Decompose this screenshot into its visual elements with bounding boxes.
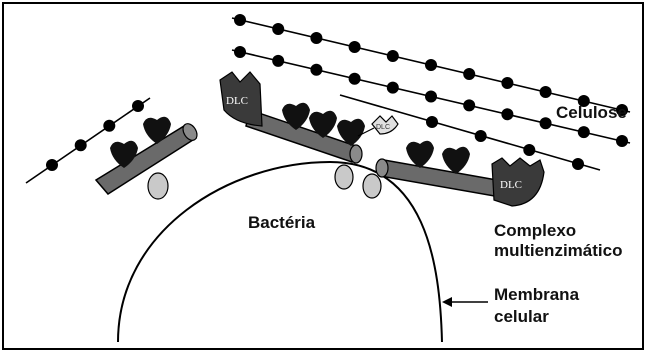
glucose-bead	[132, 100, 144, 112]
glucose-bead	[501, 77, 513, 89]
anchor-left	[148, 173, 168, 199]
label-membrana-line1: Membrana	[494, 285, 580, 304]
glucose-bead	[234, 46, 246, 58]
dlc-label-small: DLC	[376, 124, 390, 131]
membrane-arrow	[442, 297, 488, 307]
glucose-bead	[310, 64, 322, 76]
glucose-bead	[463, 99, 475, 111]
dlc-label-right: DLC	[500, 179, 522, 191]
label-membrana-line2: celular	[494, 307, 549, 326]
glucose-bead	[578, 126, 590, 138]
glucose-bead	[46, 159, 58, 171]
glucose-bead	[349, 73, 361, 85]
glucose-bead	[501, 108, 513, 120]
glucose-bead	[349, 41, 361, 53]
label-celulose: Celulose	[556, 103, 627, 122]
glucose-bead	[425, 91, 437, 103]
glucose-bead	[425, 59, 437, 71]
scaffoldin-right	[363, 159, 508, 198]
glucose-bead	[572, 158, 584, 170]
glucose-bead	[103, 120, 115, 132]
label-complexo-line1: Complexo	[494, 221, 576, 240]
glucose-bead	[272, 55, 284, 67]
glucose-bead	[475, 130, 487, 142]
glucose-bead	[616, 135, 628, 147]
glucose-bead	[234, 14, 246, 26]
anchor-right	[363, 174, 381, 198]
glucose-bead	[463, 68, 475, 80]
glucose-bead	[426, 116, 438, 128]
glucose-bead	[272, 23, 284, 35]
glucose-bead	[540, 117, 552, 129]
enzyme-icon	[442, 147, 470, 174]
dlc-label-left: DLC	[226, 95, 248, 107]
glucose-bead	[387, 82, 399, 94]
anchor-center	[335, 165, 353, 189]
glucose-bead	[523, 144, 535, 156]
glucose-bead	[310, 32, 322, 44]
glucose-bead	[387, 50, 399, 62]
glucose-bead	[75, 139, 87, 151]
glucose-bead	[540, 86, 552, 98]
label-complexo-line2: multienzimático	[494, 241, 622, 260]
label-bacteria: Bactéria	[248, 213, 316, 232]
